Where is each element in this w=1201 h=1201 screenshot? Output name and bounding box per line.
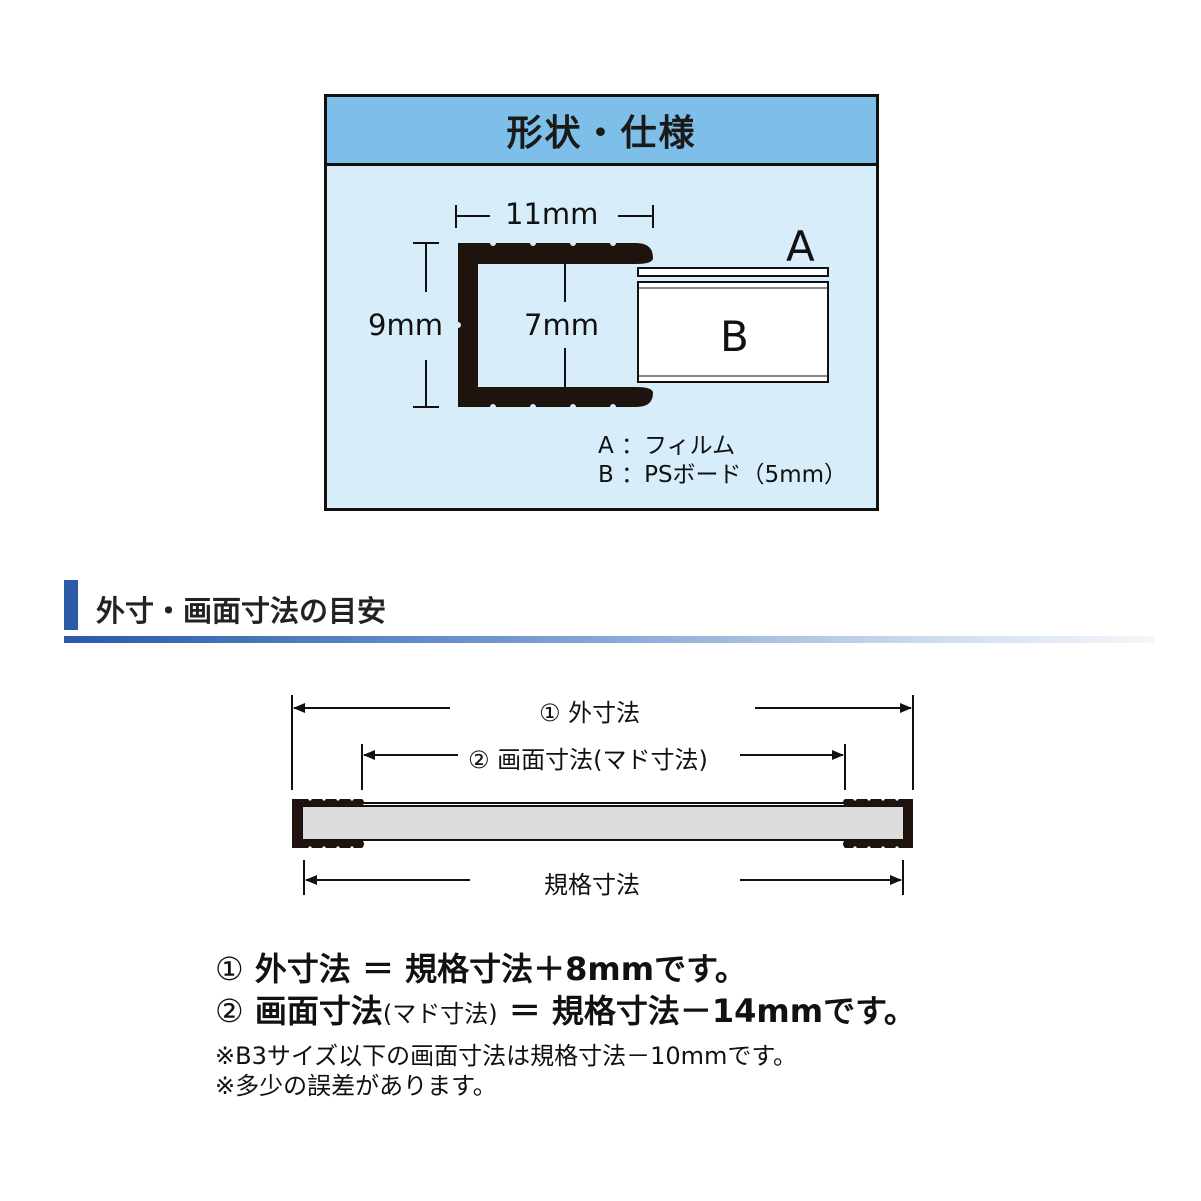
width-dimension — [455, 205, 654, 228]
standard-dimension-label: 規格寸法 — [534, 865, 650, 900]
legend-film: A ：フィルム — [598, 433, 736, 459]
note-outer: ① 外寸法 ＝ 規格寸法＋8mmです。 — [215, 944, 747, 990]
note-screen-text-a: 画面寸法 — [254, 992, 383, 1030]
film-marker: A — [786, 222, 815, 271]
note-screen-text-b: ＝ 規格寸法－14mmです。 — [508, 992, 916, 1030]
note-tolerance: ※多少の誤差があります。 — [215, 1072, 497, 1100]
left-frame-profile — [292, 799, 364, 848]
frame-board — [301, 805, 905, 841]
width-label: 11mm — [505, 197, 599, 231]
right-frame-profile — [843, 799, 913, 848]
note-outer-text: 外寸法 ＝ 規格寸法＋8mmです。 — [254, 950, 747, 988]
note-screen-paren: (マド寸法) — [382, 1000, 498, 1028]
note-screen-num: ② — [215, 992, 244, 1030]
note-outer-num: ① — [215, 950, 244, 988]
screen-dimension-label: ② 画面寸法(マド寸法) — [458, 740, 718, 775]
section-divider — [64, 636, 1154, 643]
board-marker: B — [720, 312, 749, 361]
note-screen: ② 画面寸法(マド寸法) ＝ 規格寸法－14mmです。 — [215, 986, 916, 1032]
note-b3: ※B3サイズ以下の画面寸法は規格寸法－10mmです。 — [215, 1042, 798, 1070]
outer-dimension-label: ① 外寸法 — [529, 693, 651, 728]
section-title: 外寸・画面寸法の目安 — [96, 594, 387, 628]
legend-board: B ：PSボード（5mm） — [598, 462, 848, 488]
inner-label: 7mm — [524, 308, 599, 342]
ps-board — [637, 281, 829, 383]
frame-channel — [458, 243, 653, 407]
spec-title: 形状・仕様 — [327, 97, 876, 166]
film-sheet — [637, 267, 829, 277]
height-dimension — [413, 242, 439, 408]
height-label: 9mm — [368, 308, 443, 342]
section-accent-bar — [64, 580, 78, 630]
channel-dots — [455, 240, 616, 410]
